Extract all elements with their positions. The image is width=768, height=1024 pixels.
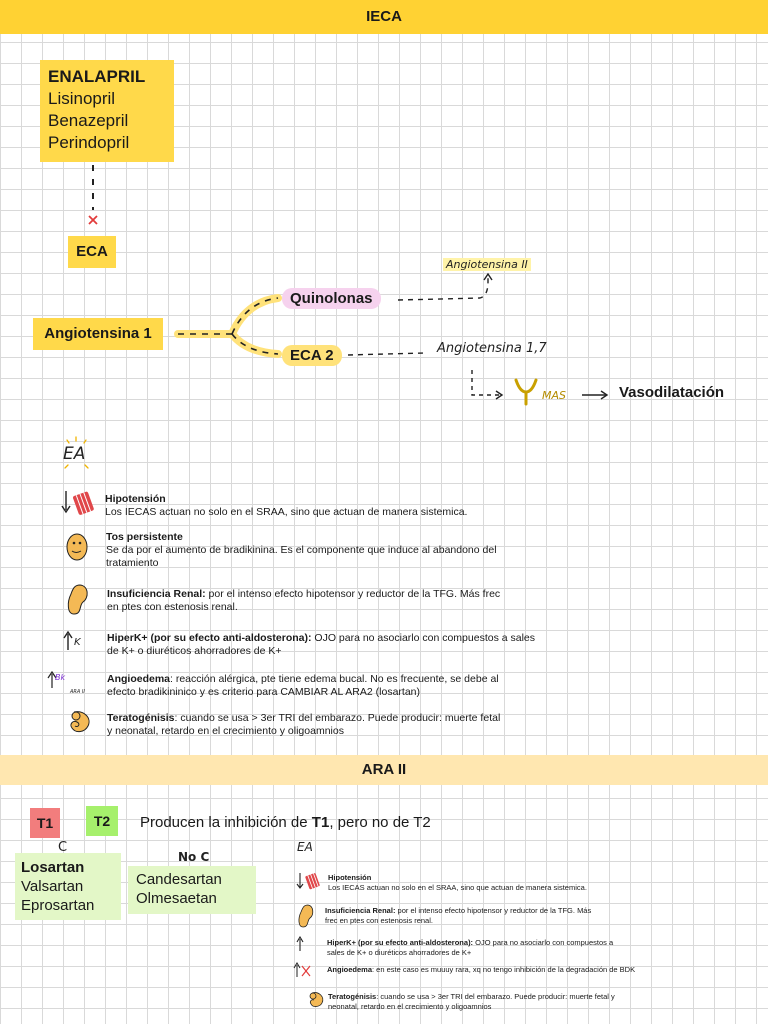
ara-potassium-up-icon <box>296 936 304 951</box>
ara-kidney-icon <box>298 904 314 928</box>
effect-hiperkalemia: HiperK+ (por su efecto anti-aldosterona)… <box>107 632 536 657</box>
ara-section-header: ARA II <box>0 755 768 785</box>
drug-valsartan: Valsartan <box>21 878 84 895</box>
eca2-dashed-line <box>347 352 426 356</box>
branch-connector-dashes <box>178 297 279 355</box>
ara-bradykinin-icon <box>293 962 311 977</box>
bradykinin-up-icon <box>47 670 57 688</box>
vasodilatacion-label: Vasodilatación <box>619 384 725 401</box>
angiotensina1-label: Angiotensina 1 <box>33 318 163 350</box>
ea-note: EA <box>63 444 86 464</box>
branch-connector <box>174 294 282 358</box>
ieca-drug-list: ENALAPRIL Lisinopril Benazepril Perindop… <box>40 60 174 162</box>
mas-note: MAS <box>542 389 566 402</box>
ara-effect-hipotension: Hipotensión Los IECAS actuan no solo en … <box>328 873 587 892</box>
ara-ea-note: EA <box>297 840 313 854</box>
kidney-icon <box>67 584 88 615</box>
ara-effect-angioedema: Angioedema: en este caso es muuuy rara, … <box>327 965 636 974</box>
t2-receptor-label: T2 <box>86 806 118 836</box>
ara-note: ARA II <box>70 689 85 695</box>
drug-lisinopril: Lisinopril <box>48 89 116 108</box>
ara-fetus-icon <box>309 992 324 1007</box>
effect-tos-persistente: Tos persistente Se da por el aumento de … <box>106 531 497 569</box>
bk-note: Bk <box>55 673 66 682</box>
ara-group-noncompetitive: Candesartan Olmesaetan <box>128 866 256 914</box>
k-note: K <box>74 637 81 648</box>
drug-enalapril: ENALAPRIL <box>48 67 146 86</box>
ieca-pathway-diagram <box>88 165 609 406</box>
no-c-note: No C <box>178 850 210 864</box>
t1-receptor-label: T1 <box>30 808 60 838</box>
quinolonas-label: Quinolonas <box>282 288 381 309</box>
ara-effect-teratogenisis: Teratogénisis: cuando se usa > 3er TRI d… <box>328 992 615 1011</box>
ang17-dashed-line <box>471 370 500 396</box>
effect-hipotension: Hipotensión Los IECAS actuan no solo en … <box>105 493 468 518</box>
effect-insuficiencia-renal: Insuficiencia Renal: por el intenso efec… <box>107 588 501 613</box>
drug-candesartan: Candesartan <box>136 871 222 888</box>
c-note: C <box>58 840 68 855</box>
ara-effect-hiperkalemia: HiperK+ (por su efecto anti-aldosterona)… <box>327 938 614 957</box>
ara-mechanism-text: Producen la inhibición de T1, pero no de… <box>140 814 431 831</box>
quinolonas-dashed-line <box>397 276 489 301</box>
fetus-icon <box>70 711 90 733</box>
potassium-up-icon <box>63 630 73 650</box>
ara-blood-vessel-icon <box>296 873 320 890</box>
eca-label: ECA <box>68 236 116 268</box>
drug-perindopril: Perindopril <box>48 133 130 152</box>
cough-face-icon <box>66 533 88 561</box>
ara-group-competitive: Losartan Valsartan Eprosartan <box>15 853 121 920</box>
drug-eprosartan: Eprosartan <box>21 897 95 914</box>
ieca-section-header: IECA <box>0 0 768 34</box>
drug-losartan: Losartan <box>21 859 85 876</box>
eca2-label: ECA 2 <box>282 345 342 366</box>
blood-vessel-icon <box>61 491 94 515</box>
drug-benazepril: Benazepril <box>48 111 129 130</box>
effect-teratogenisis: Teratogénisis: cuando se usa > 3er TRI d… <box>107 712 501 737</box>
angiotensina2-note: Angiotensina II <box>443 258 531 271</box>
sparkle-icon <box>64 436 89 469</box>
drug-olmesartan: Olmesaetan <box>136 890 217 907</box>
angiotensina17-note: Angiotensina 1,7 <box>437 341 547 356</box>
effect-angioedema: Angioedema: reacción alérgica, pte tiene… <box>107 673 499 698</box>
inhibition-x-icon <box>88 215 98 225</box>
ara-effect-insuficiencia-renal: Insuficiencia Renal: por el intenso efec… <box>325 906 592 925</box>
mas-receptor-icon <box>514 378 538 406</box>
